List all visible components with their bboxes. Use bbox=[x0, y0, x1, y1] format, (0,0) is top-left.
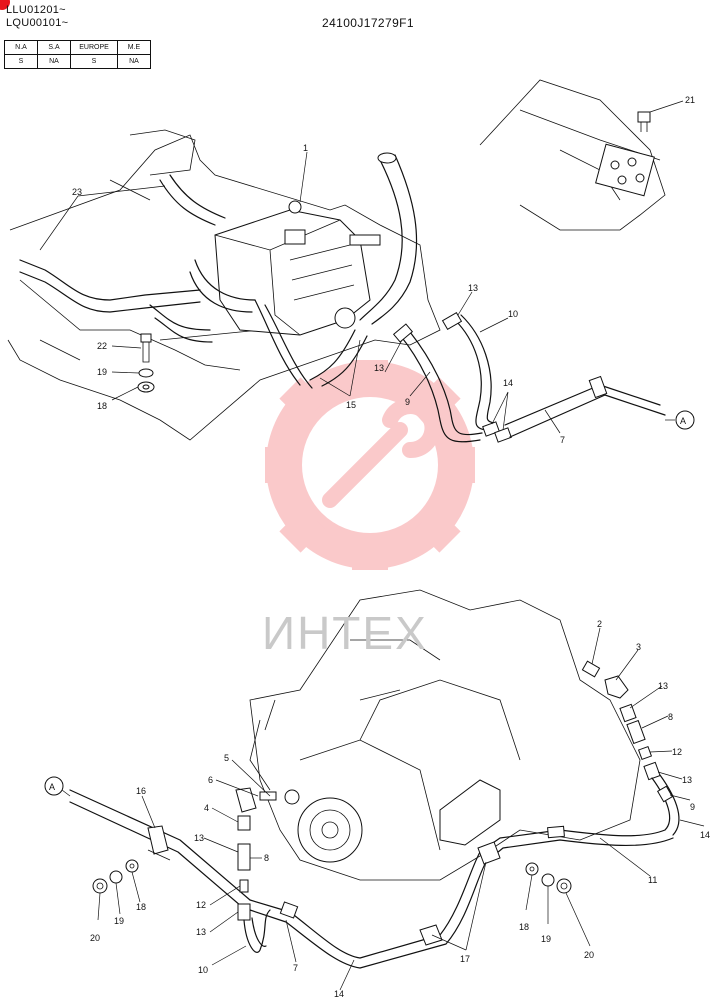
connection-label-a-bottom: A bbox=[49, 782, 55, 792]
callout-13-bottom-b: 13 bbox=[682, 775, 692, 785]
callout-13-bottom-c: 13 bbox=[194, 833, 204, 843]
callout-15: 15 bbox=[346, 400, 356, 410]
callout-18-bottom-right: 18 bbox=[519, 922, 529, 932]
market-value-me: NA bbox=[117, 54, 151, 69]
callout-4: 4 bbox=[204, 803, 209, 813]
callout-17: 17 bbox=[460, 954, 470, 964]
callout-18-bottom-left: 18 bbox=[136, 902, 146, 912]
callout-labels: 1 23 21 22 19 18 13 10 13 9 15 14 7 2 3 … bbox=[44, 95, 710, 999]
market-availability-table: N.A S.A EUROPE M.E S NA S NA bbox=[4, 40, 151, 69]
serial-range-2: LQU00101~ bbox=[6, 17, 69, 29]
serial-range-1: LLU01201~ bbox=[6, 4, 66, 16]
callout-2: 2 bbox=[597, 619, 602, 629]
callout-7-bottom: 7 bbox=[293, 963, 298, 973]
callout-21: 21 bbox=[685, 95, 695, 105]
watermark-gear-logo bbox=[265, 360, 475, 570]
callout-5: 5 bbox=[224, 753, 229, 763]
callout-6: 6 bbox=[208, 775, 213, 785]
top-assembly bbox=[7, 79, 666, 443]
callout-14-top: 14 bbox=[503, 378, 513, 388]
callout-20-bottom-right: 20 bbox=[584, 950, 594, 960]
callout-12-bottom: 12 bbox=[672, 747, 682, 757]
watermark-text: ИНТЕХ bbox=[262, 607, 428, 659]
callout-22: 22 bbox=[97, 341, 107, 351]
callout-20-bottom-left: 20 bbox=[90, 933, 100, 943]
market-value-na: S bbox=[4, 54, 38, 69]
bottom-assembly bbox=[69, 589, 680, 969]
callout-19-bottom-left: 19 bbox=[114, 916, 124, 926]
callout-18-top: 18 bbox=[97, 401, 107, 411]
red-corner-marker bbox=[0, 0, 10, 10]
callout-7-top: 7 bbox=[560, 435, 565, 445]
market-value-sa: NA bbox=[37, 54, 71, 69]
callout-13-bottom-a: 13 bbox=[658, 681, 668, 691]
callout-16: 16 bbox=[136, 786, 146, 796]
callout-19-bottom-right: 19 bbox=[541, 934, 551, 944]
callout-9-bottom: 9 bbox=[690, 802, 695, 812]
callout-12-bottom-left: 12 bbox=[196, 900, 206, 910]
callout-13-top-b: 13 bbox=[374, 363, 384, 373]
callout-1: 1 bbox=[303, 143, 308, 153]
callout-23: 23 bbox=[72, 187, 82, 197]
callout-10-top: 10 bbox=[508, 309, 518, 319]
callout-8-bottom: 8 bbox=[668, 712, 673, 722]
document-code: 24100J17279F1 bbox=[322, 16, 414, 30]
market-value-europe: S bbox=[70, 54, 118, 69]
callout-13-bottom-d: 13 bbox=[196, 927, 206, 937]
callout-10-bottom: 10 bbox=[198, 965, 208, 975]
callout-14-bottom: 14 bbox=[334, 989, 344, 999]
callout-8-bottom-left: 8 bbox=[264, 853, 269, 863]
callout-14-bottom-right: 14 bbox=[700, 830, 710, 840]
callout-13-top-a: 13 bbox=[468, 283, 478, 293]
callout-9-top: 9 bbox=[405, 397, 410, 407]
connection-marker-a-bottom bbox=[44, 776, 64, 796]
callout-19-top: 19 bbox=[97, 367, 107, 377]
leader-lines bbox=[39, 100, 705, 991]
connection-marker-a-top bbox=[675, 410, 695, 430]
callout-3: 3 bbox=[636, 642, 641, 652]
callout-11: 11 bbox=[648, 875, 657, 885]
connection-label-a-top: A bbox=[680, 416, 686, 426]
